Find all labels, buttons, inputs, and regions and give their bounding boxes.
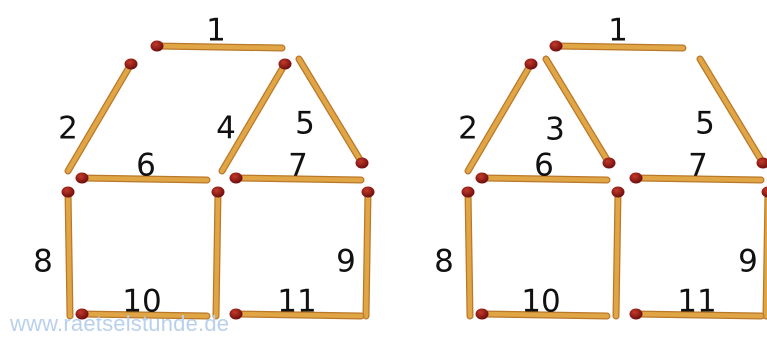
match-head <box>356 158 369 169</box>
match-10: 10 <box>476 284 608 320</box>
match-6: 6 <box>476 148 608 184</box>
match-head <box>125 59 138 70</box>
match-number-label: 8 <box>434 244 454 280</box>
match-number-label: 2 <box>458 111 478 147</box>
match-head <box>151 41 164 52</box>
match-6: 6 <box>76 148 208 184</box>
match-9: 9 <box>336 187 374 317</box>
match-number-label: 9 <box>738 244 758 280</box>
match-stick <box>366 192 368 316</box>
match-2: 2 <box>458 59 537 172</box>
match-4: 4 <box>216 59 291 172</box>
match-head <box>630 309 643 320</box>
match-head <box>462 187 475 198</box>
match-number-label: 10 <box>521 284 560 320</box>
match-stick <box>468 192 470 316</box>
match-head <box>612 187 625 198</box>
match-number-label: 3 <box>545 112 565 148</box>
match-number-label: 6 <box>534 148 554 184</box>
match-head <box>476 173 489 184</box>
match-number-label: 1 <box>206 13 226 49</box>
match-7: 7 <box>230 148 362 184</box>
match-11: 11 <box>230 284 362 320</box>
match-head <box>230 173 243 184</box>
match-head <box>362 187 375 198</box>
watermark: www.raetselstunde.de <box>10 311 229 337</box>
match-number-label: 11 <box>677 284 716 320</box>
match-number-label: 7 <box>288 148 308 184</box>
match-number-label: 6 <box>136 148 156 184</box>
match-head <box>476 309 489 320</box>
match-11: 11 <box>630 284 762 320</box>
match-7: 7 <box>630 148 762 184</box>
match-number-label: 7 <box>688 148 708 184</box>
match-number-label: 11 <box>277 284 316 320</box>
match-head <box>762 187 767 198</box>
match-head <box>212 187 225 198</box>
match-number-label: 1 <box>608 13 628 49</box>
match-number-label: 9 <box>336 244 356 280</box>
match-number-label: 4 <box>216 111 236 147</box>
right-figure: 1 2 3 5 6 7 8 9 10 11 <box>434 13 767 320</box>
match-stick <box>68 192 70 316</box>
match-number-label: 2 <box>58 111 78 147</box>
match-divider <box>212 187 225 317</box>
match-2: 2 <box>58 59 137 172</box>
match-head <box>550 41 563 52</box>
match-head <box>230 309 243 320</box>
match-head <box>630 173 643 184</box>
match-1: 1 <box>151 13 283 52</box>
match-number-label: 5 <box>295 106 315 142</box>
match-9: 9 <box>738 187 767 317</box>
match-head <box>62 187 75 198</box>
match-8: 8 <box>33 187 74 317</box>
match-1: 1 <box>550 13 684 52</box>
match-8: 8 <box>434 187 474 317</box>
match-divider <box>612 187 625 317</box>
match-head <box>279 59 292 70</box>
match-stick <box>216 192 218 316</box>
match-number-label: 5 <box>695 106 715 142</box>
match-3: 3 <box>545 59 615 169</box>
match-head <box>525 59 538 70</box>
match-stick <box>616 192 618 316</box>
match-number-label: 8 <box>33 244 53 280</box>
match-head <box>76 173 89 184</box>
match-head <box>603 158 616 169</box>
